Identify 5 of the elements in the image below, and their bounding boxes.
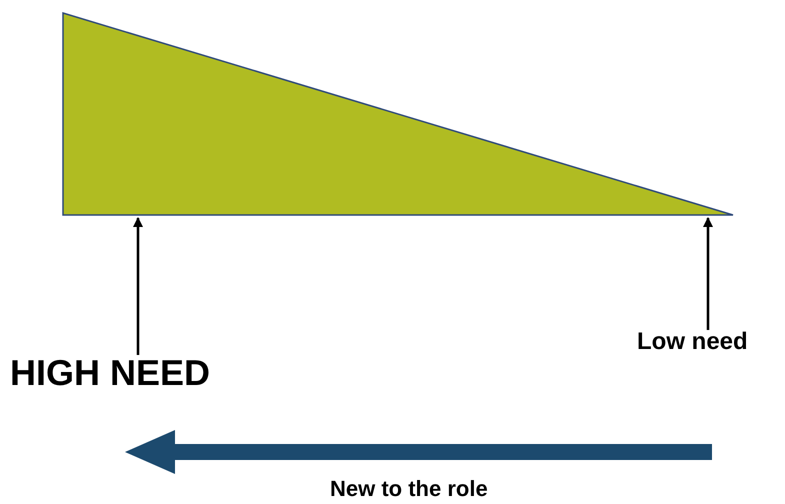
need-label: Low need bbox=[637, 330, 749, 354]
axis-caption: New to the role bbox=[330, 478, 488, 500]
arrow bbox=[133, 217, 143, 355]
arrow bbox=[703, 217, 713, 330]
need-label: HIGH NEED bbox=[10, 355, 212, 391]
